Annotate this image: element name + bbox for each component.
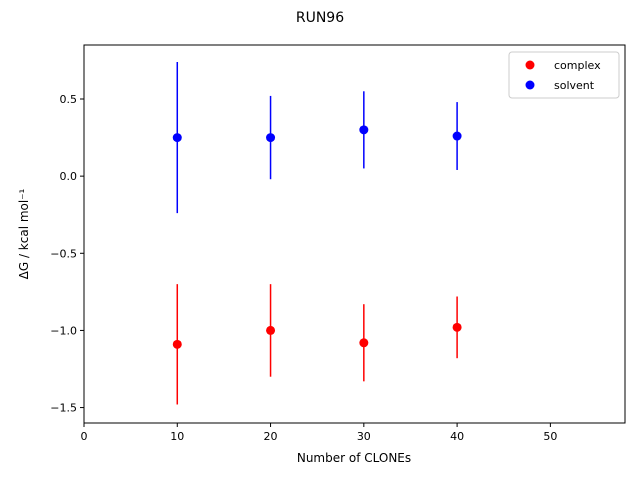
legend-label-complex: complex (554, 59, 601, 72)
solvent-point (359, 125, 369, 135)
complex-point (172, 339, 182, 349)
chart-title: RUN96 (296, 10, 344, 26)
x-tick-label: 10 (170, 430, 184, 443)
x-tick-label: 0 (81, 430, 88, 443)
x-tick-label: 40 (450, 430, 464, 443)
x-tick-label: 30 (357, 430, 371, 443)
legend-marker-solvent (525, 80, 535, 90)
y-tick-label: 0.0 (60, 170, 78, 183)
x-tick-label: 20 (264, 430, 278, 443)
y-tick-label: 0.5 (60, 93, 78, 106)
y-axis-ticks: −1.5 −1.0 −0.5 0.0 0.5 (50, 93, 84, 415)
y-tick-label: −1.5 (50, 402, 77, 415)
legend-box (508, 51, 620, 99)
x-axis-ticks: 0 10 20 30 40 50 (81, 423, 557, 443)
plot-area (172, 61, 462, 405)
y-tick-label: −1.0 (50, 324, 77, 337)
x-tick-label: 50 (543, 430, 557, 443)
complex-point (359, 338, 369, 348)
legend-label-solvent: solvent (554, 79, 595, 92)
solvent-point (266, 133, 276, 143)
complex-point (266, 325, 276, 335)
axes-frame (83, 44, 626, 424)
y-tick-label: −0.5 (50, 247, 77, 260)
y-axis-label: ΔG / kcal mol⁻¹ (17, 188, 31, 279)
legend-marker-complex (525, 60, 535, 70)
solvent-point (452, 131, 462, 141)
legend: complex solvent (508, 51, 620, 99)
solvent-point (172, 133, 182, 143)
x-axis-label: Number of CLONEs (297, 451, 411, 465)
complex-point (452, 322, 462, 332)
